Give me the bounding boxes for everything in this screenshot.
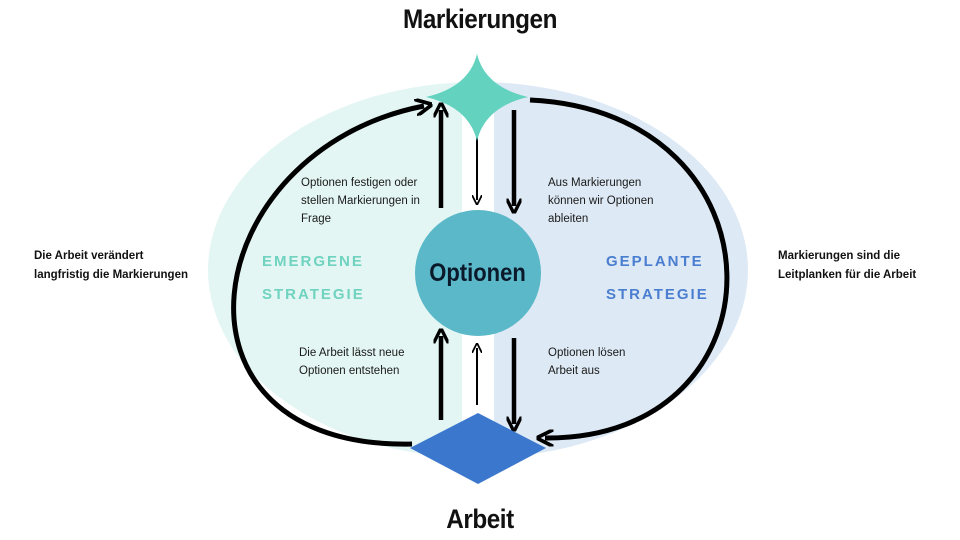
annotation-line: können wir Optionen <box>548 195 654 207</box>
annotation-line: stellen Markierungen in <box>301 195 420 207</box>
node-title-options: Optionen <box>429 258 526 287</box>
right-loop-arrow <box>529 97 730 438</box>
side-label-line: langfristig die Markierungen <box>34 269 188 281</box>
planned-strategy-label: GEPLANTE STRATEGIE <box>606 245 709 311</box>
annotation-lower-right: Optionen lösen Arbeit aus <box>548 344 625 380</box>
annotation-line: Optionen lösen <box>548 347 626 359</box>
left-loop-arrow <box>231 106 424 447</box>
node-title-work: Arbeit <box>446 504 514 534</box>
side-label-line: Leitplanken für die Arbeit <box>778 269 917 281</box>
annotation-line: Frage <box>301 213 332 225</box>
planned-line-1: GEPLANTE <box>606 253 704 270</box>
annotation-upper-left: Optionen festigen oder stellen Markierun… <box>301 174 420 228</box>
annotation-line: Arbeit aus <box>548 365 600 377</box>
node-title-markings: Markierungen <box>403 4 557 34</box>
annotation-line: Die Arbeit lässt neue <box>299 347 405 359</box>
annotation-upper-right: Aus Markierungen können wir Optionen abl… <box>548 174 653 228</box>
options-circle <box>415 210 541 336</box>
planned-line-2: STRATEGIE <box>606 286 709 303</box>
emergent-line-1: EMERGENE <box>262 253 364 270</box>
annotation-line: Optionen festigen oder <box>301 177 418 189</box>
emergent-strategy-label: EMERGENE STRATEGIE <box>262 245 365 311</box>
annotation-line: Aus Markierungen <box>548 177 642 189</box>
side-label-right: Markierungen sind die Leitplanken für di… <box>778 247 916 285</box>
emergent-region <box>208 82 478 458</box>
annotation-line: Optionen entstehen <box>299 365 400 377</box>
side-label-line: Die Arbeit verändert <box>34 250 144 262</box>
emergent-line-2: STRATEGIE <box>262 286 365 303</box>
planned-region <box>478 82 748 458</box>
annotation-line: ableiten <box>548 213 589 225</box>
work-diamond-icon <box>410 413 546 484</box>
side-label-left: Die Arbeit verändert langfristig die Mar… <box>34 247 188 285</box>
markings-star-icon <box>426 54 528 141</box>
annotation-lower-left: Die Arbeit lässt neue Optionen entstehen <box>299 344 404 380</box>
side-label-line: Markierungen sind die <box>778 250 901 262</box>
